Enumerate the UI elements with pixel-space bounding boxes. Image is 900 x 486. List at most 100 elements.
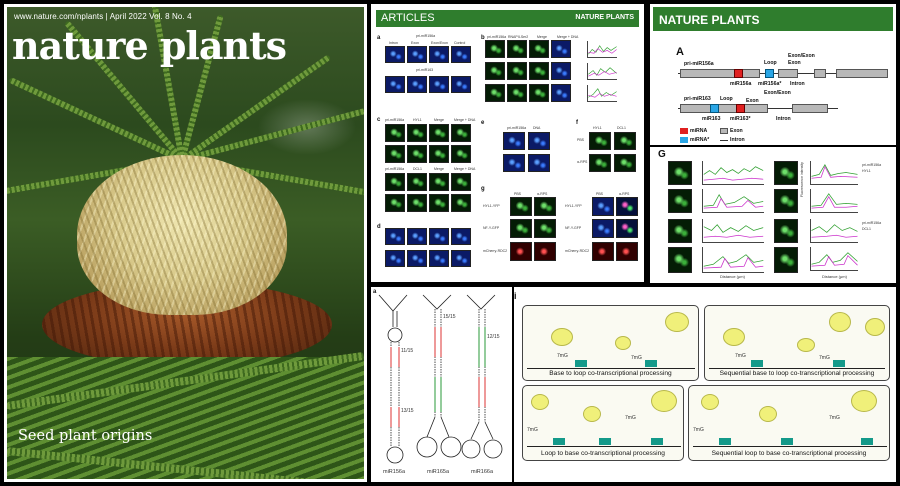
micrograph	[589, 154, 611, 172]
model-box: 7mG 7mG Base to loop co-transcriptional …	[522, 305, 699, 381]
col-label: PBS	[596, 192, 604, 196]
panel-letter: G	[658, 149, 666, 160]
row-label: NF-Y-GFP	[565, 226, 582, 230]
processing-complex	[531, 394, 549, 410]
micrograph	[407, 46, 427, 63]
micrograph	[507, 40, 527, 58]
intensity-plot	[810, 219, 858, 243]
micrograph	[429, 76, 449, 93]
col-label: Merge	[537, 35, 547, 39]
articles-header-left: ARTICLES	[381, 12, 435, 24]
row-label: pri-miR156a	[416, 34, 436, 38]
micrograph	[510, 197, 532, 216]
col-label: DNA	[533, 126, 541, 130]
col-label: PBS	[514, 192, 522, 196]
col-label: Merge	[434, 167, 444, 171]
col-label: Merge	[434, 118, 444, 122]
intensity-plot	[810, 189, 858, 213]
row-label: mCherry-RDC2	[565, 249, 590, 253]
legend-label: miRNA	[690, 128, 708, 134]
micrograph	[616, 197, 638, 216]
legend-label: Intron	[730, 137, 745, 143]
micrograph	[503, 154, 525, 172]
diagram-header: NATURE PLANTS	[653, 7, 893, 31]
row-label: mCherry-RDC2	[483, 249, 508, 253]
panel-letter: g	[481, 186, 485, 192]
cleavage-annotation: 12/15	[487, 334, 500, 340]
cover-issue-line: www.nature.com/nplants | April 2022 Vol.…	[14, 12, 192, 21]
micrograph	[485, 62, 505, 80]
col-label: pri-miR156a	[507, 126, 527, 130]
gene-label: pri-miR163	[684, 96, 711, 102]
exon-block	[680, 104, 768, 113]
micrograph	[429, 124, 449, 142]
micrograph	[592, 242, 614, 261]
panel-letter: c	[377, 117, 381, 123]
micrograph	[528, 132, 550, 150]
intensity-plot	[702, 247, 764, 273]
pol-ii-complex	[575, 360, 587, 367]
col-label: Exon	[411, 41, 419, 45]
micrograph	[385, 145, 405, 163]
micrograph	[503, 132, 525, 150]
panel-letter: b	[481, 35, 485, 41]
micrograph	[385, 46, 405, 63]
intensity-plot	[702, 189, 764, 213]
processing-complex	[759, 406, 777, 422]
micrograph	[534, 242, 556, 261]
model-caption: Sequential base to loop co-transcription…	[719, 370, 875, 377]
cap-label: 7mG	[735, 353, 746, 359]
legend-swatch-mirna-star	[680, 137, 688, 143]
intensity-plot	[587, 63, 617, 80]
legend-swatch-intron	[720, 140, 728, 141]
dna-line	[527, 446, 681, 447]
loop-label: Loop	[764, 60, 777, 66]
model-caption: Sequential loop to base co-transcription…	[711, 450, 867, 457]
cover-caption: Seed plant origins	[18, 428, 153, 444]
micrograph	[451, 250, 471, 267]
exon-block	[778, 69, 798, 78]
micrograph	[429, 145, 449, 163]
intensity-plot	[587, 85, 617, 102]
micrograph	[385, 124, 405, 142]
structure-name: miR165a	[427, 469, 450, 475]
cap-label: 7mG	[631, 355, 642, 361]
row-label: α-RPS	[577, 160, 588, 164]
micrograph	[407, 194, 427, 212]
pol-ii-complex	[833, 360, 845, 367]
micrograph	[407, 250, 427, 267]
micrograph	[774, 219, 798, 243]
micrograph	[510, 242, 532, 261]
col-label: Merge + DNA	[454, 118, 476, 122]
hairpin-structures	[378, 294, 503, 464]
articles-header-right: NATURE PLANTS	[575, 14, 634, 21]
micrograph	[451, 76, 471, 93]
row-label: HYL1-YFP	[483, 204, 500, 208]
exon-block	[836, 69, 888, 78]
panel-letter: a	[377, 35, 381, 41]
micrograph	[385, 228, 405, 245]
micrograph	[614, 132, 636, 150]
col-label: Exon/Exon	[431, 41, 448, 45]
micrograph	[774, 161, 798, 185]
processing-complex	[865, 318, 885, 336]
micrograph	[551, 84, 571, 102]
pol-ii-complex	[599, 438, 611, 445]
hairpin-mir166a	[461, 294, 503, 459]
intensity-plot	[702, 219, 764, 243]
model-box: 7mG 7mG Sequential loop to base co-trans…	[688, 385, 890, 461]
mirna-star-box	[765, 69, 774, 78]
mirna-label: miR163	[702, 116, 721, 122]
col-label: Merge + DNA	[454, 167, 476, 171]
gene-diagram-panel: NATURE PLANTS A pri-miR156a Loop Exon Ex…	[650, 4, 896, 145]
processing-complex	[829, 312, 851, 332]
micrograph	[529, 62, 549, 80]
micrograph	[429, 250, 449, 267]
micrograph	[534, 197, 556, 216]
col-label: DCL1	[413, 167, 422, 171]
legend-swatch-mirna	[680, 128, 688, 134]
intensity-plot	[810, 247, 858, 271]
micrograph	[616, 242, 638, 261]
rna-structures-panel: a	[371, 287, 512, 482]
frond	[8, 76, 184, 163]
